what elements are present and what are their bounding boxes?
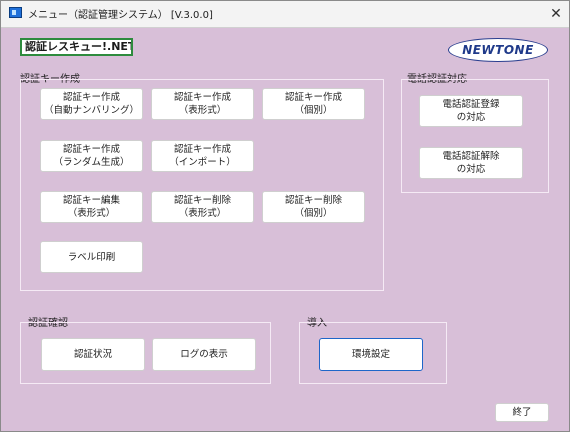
phone-auth-release-button[interactable]: 電話認証解除 の対応 xyxy=(419,147,523,179)
exit-button[interactable]: 終了 xyxy=(495,403,549,422)
window-title: メニュー（認証管理システム） [V.3.0.0] xyxy=(28,10,213,21)
create-key-random-button[interactable]: 認証キー作成 （ランダム生成） xyxy=(40,140,143,172)
button-line1: 認証キー削除 xyxy=(173,195,231,206)
brand-logo: NEWTONE xyxy=(448,38,548,62)
button-line2: （表形式） xyxy=(178,208,227,219)
button-line1: 電話認証解除 xyxy=(442,151,500,162)
delete-key-individual-button[interactable]: 認証キー削除 （個別） xyxy=(262,191,365,223)
button-line1: 認証キー作成 xyxy=(284,92,342,103)
phone-auth-group xyxy=(401,79,549,193)
delete-key-table-button[interactable]: 認証キー削除 （表形式） xyxy=(151,191,254,223)
app-icon xyxy=(9,7,22,18)
button-line1: 認証キー作成 xyxy=(62,144,120,155)
show-log-button[interactable]: ログの表示 xyxy=(152,338,256,371)
button-line2: （表形式） xyxy=(178,105,227,116)
key-creation-group xyxy=(20,79,384,291)
button-line1: ログの表示 xyxy=(180,349,228,360)
environment-settings-button[interactable]: 環境設定 xyxy=(319,338,423,371)
print-label-button[interactable]: ラベル印刷 xyxy=(40,241,143,273)
button-line2: （インポート） xyxy=(169,157,236,168)
auth-check-group xyxy=(20,322,271,384)
button-line2: （ランダム生成） xyxy=(53,157,130,168)
button-line2: （自動ナンバリング） xyxy=(43,105,139,116)
create-key-auto-button[interactable]: 認証キー作成 （自動ナンバリング） xyxy=(40,88,143,120)
button-line1: 電話認証登録 xyxy=(442,99,500,110)
button-line2: （表形式） xyxy=(67,208,116,219)
button-line2: （個別） xyxy=(294,105,333,116)
setup-group xyxy=(299,322,447,384)
button-line1: 終了 xyxy=(512,407,532,418)
setup-label: 導入 xyxy=(307,318,327,329)
product-logo: 認証レスキュー!.NET xyxy=(20,38,133,56)
create-key-individual-button[interactable]: 認証キー作成 （個別） xyxy=(262,88,365,120)
auth-check-label: 認証確認 xyxy=(28,318,68,329)
phone-auth-register-button[interactable]: 電話認証登録 の対応 xyxy=(419,95,523,127)
auth-status-button[interactable]: 認証状況 xyxy=(41,338,145,371)
button-line2: の対応 xyxy=(456,164,486,175)
button-line2: （個別） xyxy=(294,208,333,219)
edit-key-table-button[interactable]: 認証キー編集 （表形式） xyxy=(40,191,143,223)
button-line1: 認証キー編集 xyxy=(62,195,120,206)
button-line2: の対応 xyxy=(456,112,486,123)
button-line1: 認証状況 xyxy=(73,349,112,360)
title-bar: メニュー（認証管理システム） [V.3.0.0] ✕ xyxy=(1,1,569,28)
create-key-import-button[interactable]: 認証キー作成 （インポート） xyxy=(151,140,254,172)
button-line1: 認証キー作成 xyxy=(173,144,231,155)
close-icon[interactable]: ✕ xyxy=(550,6,562,22)
button-line1: 環境設定 xyxy=(351,349,390,360)
create-key-table-button[interactable]: 認証キー作成 （表形式） xyxy=(151,88,254,120)
button-line1: 認証キー作成 xyxy=(62,92,120,103)
button-line1: ラベル印刷 xyxy=(67,251,116,263)
button-line1: 認証キー作成 xyxy=(173,92,231,103)
button-line1: 認証キー削除 xyxy=(284,195,342,206)
